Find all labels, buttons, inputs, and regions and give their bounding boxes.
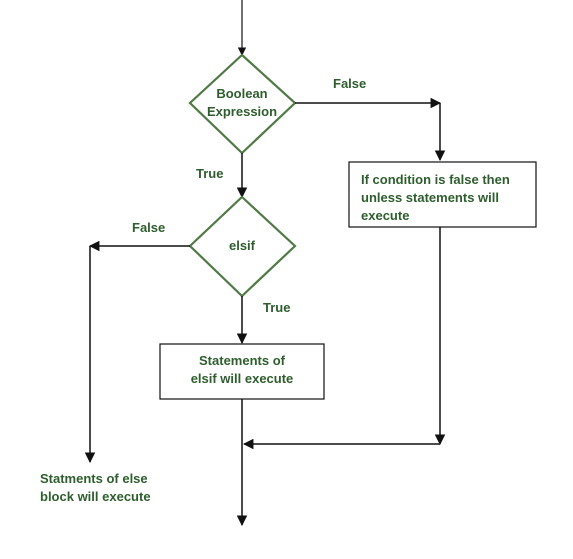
else-block-label: Statments of else block will execute xyxy=(40,471,151,504)
decision2-true-label: True xyxy=(263,300,291,315)
decision-boolean-expression-label: Boolean Expression xyxy=(206,86,278,119)
unless-box-label: If condition is false then unless statem… xyxy=(361,172,510,223)
decision2-false-label: False xyxy=(132,220,166,235)
unless-statements-box xyxy=(348,161,537,228)
elsif-statements-box xyxy=(159,343,325,400)
decision1-false-label: False xyxy=(333,76,367,91)
elsif-box-label: Statements of elsif will execute xyxy=(190,353,294,386)
decision-elsif-label: elsif xyxy=(228,238,255,253)
decision1-true-label: True xyxy=(196,166,224,181)
